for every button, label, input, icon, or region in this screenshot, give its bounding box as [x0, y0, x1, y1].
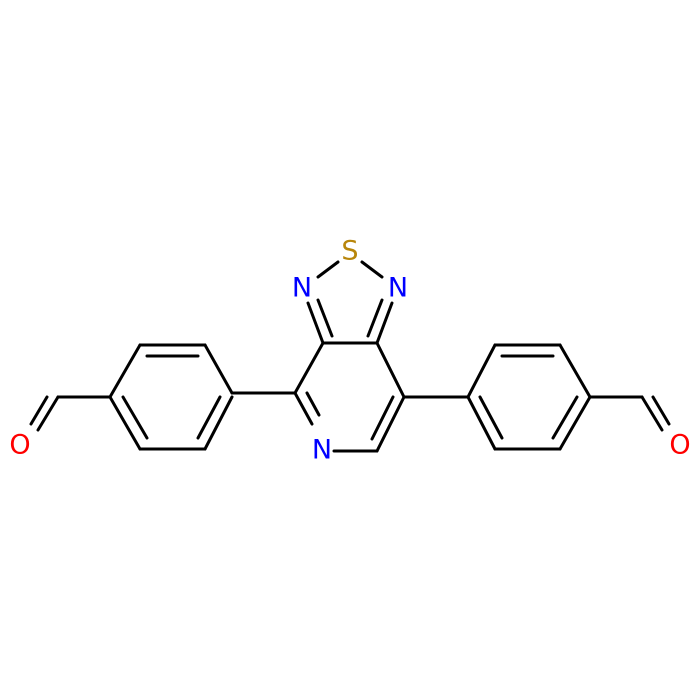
bond-lph-4-inner	[121, 395, 149, 440]
atom-n-pyridine-label: N	[312, 435, 332, 466]
atom-o-left-label: O	[9, 430, 30, 461]
bond-c7-c7a	[375, 341, 406, 399]
atom-s-label: S	[341, 236, 358, 267]
bonds	[29, 260, 671, 453]
bond-rph-6-inner	[478, 395, 504, 440]
bond-c6-c7-inner	[370, 395, 395, 441]
bond-s-n-left	[316, 260, 340, 279]
bond-lph-4	[108, 395, 142, 451]
atom-o-right-label: O	[669, 430, 690, 461]
bond-rph-4	[558, 395, 592, 451]
bond-n-right-c7a-inner	[366, 298, 384, 338]
bond-right-co	[640, 395, 664, 432]
bond-n-right-c7a	[375, 301, 394, 345]
bond-c4-n5-inner	[305, 391, 321, 417]
bond-c3a-c4	[293, 341, 325, 395]
bond-n-left-c3a	[306, 301, 325, 345]
bond-n-left-c3a-inner	[316, 298, 334, 338]
bond-right-co-inner	[651, 395, 671, 426]
bond-s-n-right	[360, 260, 384, 279]
bond-c6-c7	[375, 395, 406, 453]
atom-n-left-label: N	[292, 273, 312, 304]
bond-left-co-inner	[29, 395, 49, 426]
bond-rph-1	[466, 343, 497, 399]
bond-left-co	[36, 395, 60, 432]
bond-lph-6	[203, 395, 234, 451]
atom-n-right-label: N	[388, 273, 408, 304]
bond-c4-n5	[293, 391, 314, 426]
bond-rph-4-inner	[551, 395, 579, 440]
bond-rph-6	[466, 395, 497, 451]
bond-lph-6-inner	[196, 395, 222, 440]
bond-rph-3	[558, 343, 592, 399]
bond-lph-3	[108, 343, 142, 399]
bond-lph-1	[203, 343, 234, 395]
atom-labels: S N N N O O	[9, 236, 690, 466]
